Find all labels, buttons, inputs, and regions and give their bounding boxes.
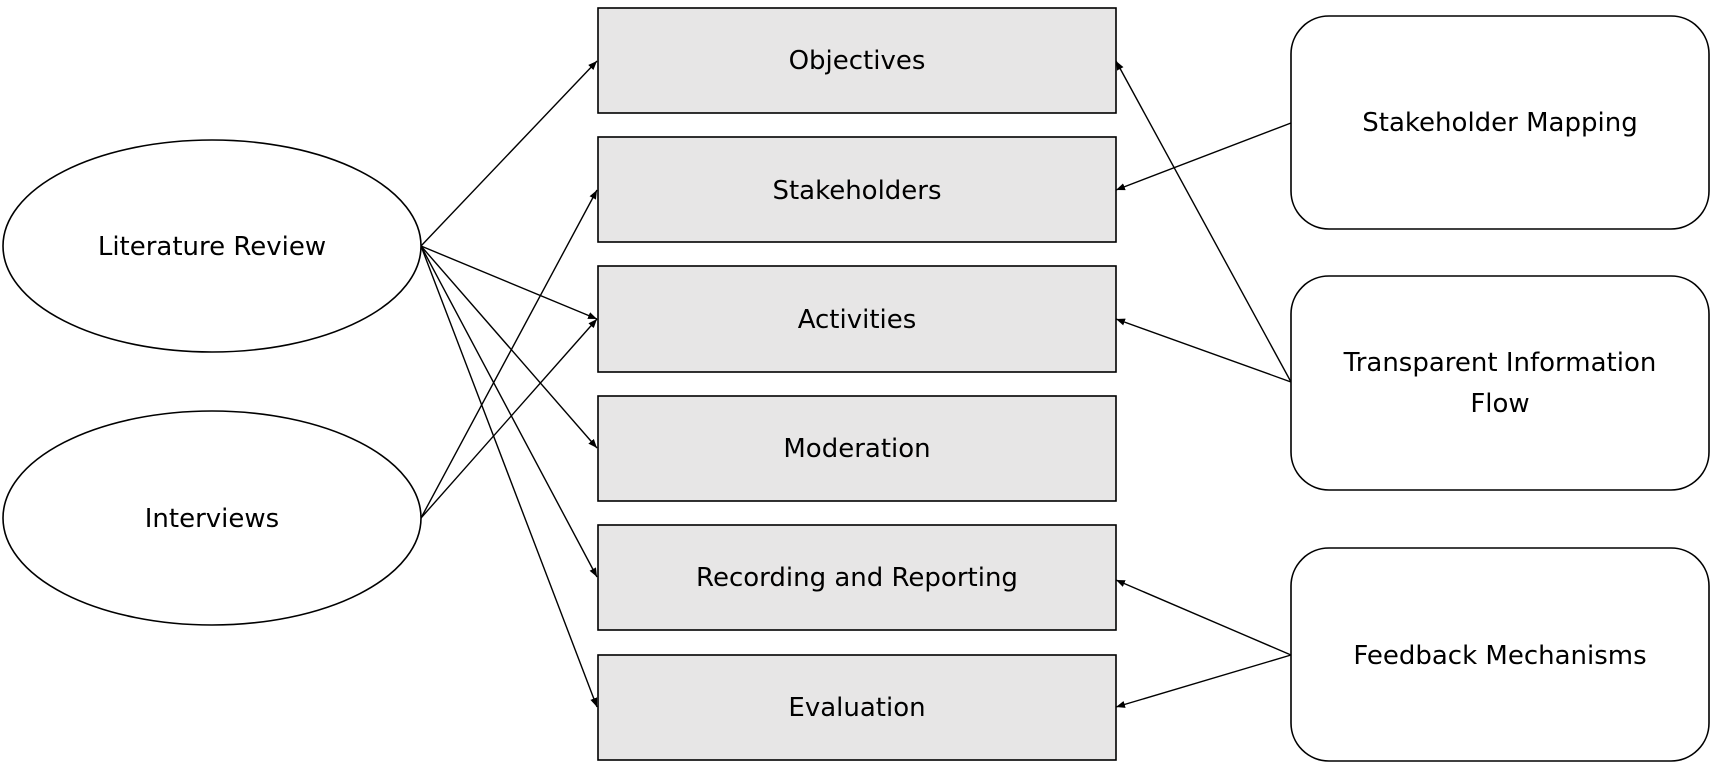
element-stakeholders: Stakeholders [597, 136, 1117, 243]
arrow-transparent-flow-to-activities [1115, 318, 1292, 383]
stakeholders-label: Stakeholders [772, 176, 941, 206]
arrow-feedback-to-evaluation [1115, 654, 1292, 708]
principle-feedback-mechanisms: Feedback Mechanisms [1290, 547, 1710, 762]
element-evaluation: Evaluation [597, 654, 1117, 761]
recording-reporting-label: Recording and Reporting [696, 563, 1018, 593]
activities-label: Activities [798, 305, 917, 335]
stakeholder-mapping-label: Stakeholder Mapping [1362, 108, 1637, 138]
element-activities: Activities [597, 265, 1117, 373]
element-objectives: Objectives [597, 7, 1117, 114]
feedback-mechanisms-label: Feedback Mechanisms [1353, 641, 1646, 671]
transparent-flow-label-line1: Transparent Information [1343, 348, 1657, 378]
arrow-feedback-to-recording [1115, 579, 1292, 656]
stakeholder-mapping-box [1290, 15, 1710, 230]
activities-box [597, 265, 1117, 373]
arrow-interviews-to-activities [420, 318, 598, 519]
objectives-label: Objectives [789, 46, 926, 76]
source-literature-review: Literature Review [2, 139, 422, 353]
principle-transparent-flow: Transparent Information Flow [1290, 275, 1710, 491]
moderation-box [597, 395, 1117, 502]
moderation-label: Moderation [783, 434, 930, 464]
arrow-literature-review-to-objectives [420, 60, 598, 247]
arrow-literature-review-to-recording [420, 245, 598, 578]
principle-stakeholder-mapping: Stakeholder Mapping [1290, 15, 1710, 230]
arrow-literature-review-to-evaluation [420, 245, 598, 708]
feedback-mechanisms-box [1290, 547, 1710, 762]
source-interviews: Interviews [2, 410, 422, 626]
element-moderation: Moderation [597, 395, 1117, 502]
transparent-flow-box [1290, 275, 1710, 491]
literature-review-ellipse [2, 139, 422, 353]
literature-review-label: Literature Review [98, 232, 326, 262]
interviews-label: Interviews [145, 504, 279, 534]
objectives-box [597, 7, 1117, 114]
recording-reporting-box [597, 524, 1117, 631]
arrow-interviews-to-stakeholders [420, 189, 598, 519]
stakeholders-box [597, 136, 1117, 243]
arrow-literature-review-to-activities [420, 245, 598, 320]
arrow-literature-review-to-moderation [420, 245, 598, 449]
evaluation-box [597, 654, 1117, 761]
connector-arrows [420, 60, 1292, 708]
evaluation-label: Evaluation [788, 693, 925, 723]
element-recording-reporting: Recording and Reporting [597, 524, 1117, 631]
transparent-flow-label-line2: Flow [1470, 389, 1529, 419]
arrow-transparent-flow-to-objectives [1115, 60, 1292, 383]
arrow-stakeholder-mapping-to-stakeholders [1115, 122, 1292, 191]
interviews-ellipse [2, 410, 422, 626]
